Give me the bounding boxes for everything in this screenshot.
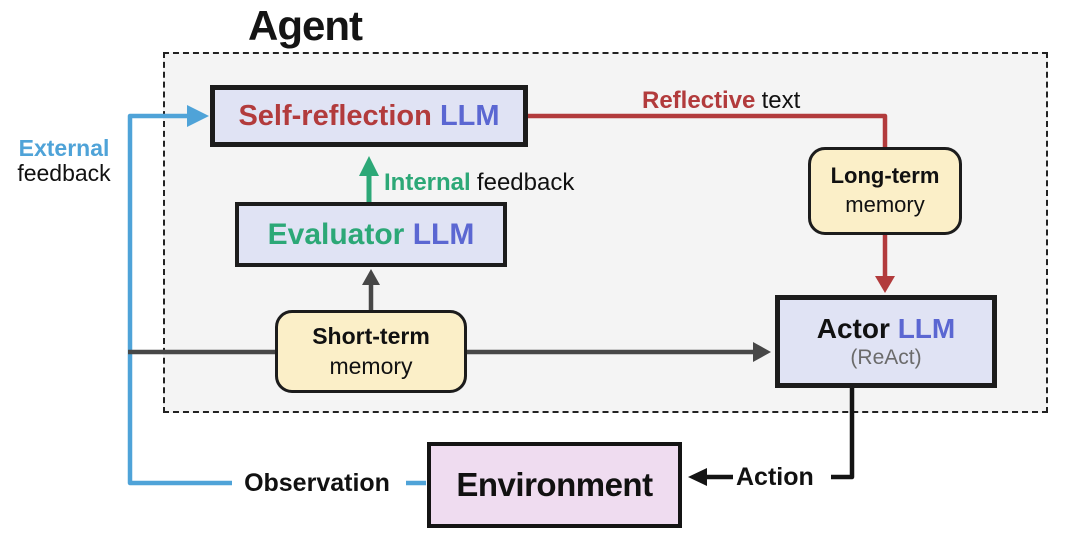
long-term-memory-line1: Long-term: [830, 163, 940, 189]
long-term-memory-line2: memory: [845, 192, 925, 217]
action-label: Action: [736, 463, 814, 491]
long-term-memory-box: Long-term memory: [808, 147, 962, 235]
short-term-memory-box: Short-term memory: [275, 310, 467, 393]
observation-label: Observation: [244, 469, 390, 497]
actor-subtitle: (ReAct): [850, 345, 922, 369]
environment-label: Environment: [456, 466, 653, 503]
short-term-memory-line1: Short-term: [312, 322, 430, 349]
short-term-memory-line2: memory: [329, 352, 413, 379]
external-feedback-label: External feedback: [17, 135, 111, 187]
environment-box: Environment: [427, 442, 682, 528]
agent-title: Agent: [248, 2, 363, 49]
